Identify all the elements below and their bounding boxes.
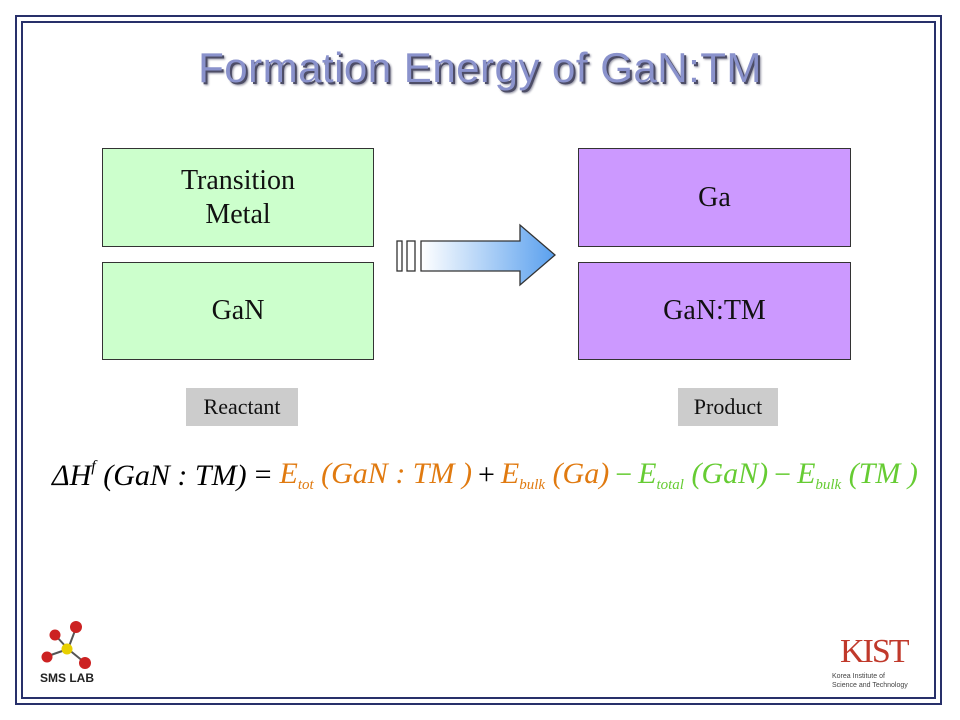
eq-lhs-arg: (GaN : TM)	[103, 458, 247, 492]
eq-term-total-gan-arg: (GaN)	[691, 456, 769, 490]
slide-title: Formation Energy of GaN:TM	[198, 44, 762, 91]
gan-box: GaN	[102, 262, 374, 360]
sms-lab-text: SMS LAB	[40, 671, 94, 685]
gan-tm-label: GaN:TM	[663, 295, 766, 327]
kist-caption-line1: Korea Institute of	[832, 673, 885, 680]
ga-box: Ga	[578, 148, 851, 247]
eq-term-bulk-tm-sub: bulk	[815, 476, 842, 493]
reactant-tag: Reactant	[186, 388, 298, 426]
transition-metal-box: Transition Metal	[102, 148, 374, 247]
eq-term-total-gan-sub: total	[656, 476, 684, 493]
eq-delta-h: ΔH	[52, 458, 92, 492]
eq-term-tot: Etot (GaN : TM )	[279, 457, 472, 494]
eq-term-bulk-tm-symbol: E	[797, 456, 816, 490]
kist-logo-text: KIST	[840, 633, 910, 670]
eq-equals: =	[254, 458, 272, 491]
eq-lhs: ΔHf (GaN : TM)	[52, 458, 247, 493]
eq-term-tot-symbol: E	[279, 456, 298, 490]
eq-term-bulk-ga: Ebulk (Ga)	[501, 457, 609, 494]
product-tag: Product	[678, 388, 778, 426]
eq-plus: +	[477, 458, 495, 491]
ga-label: Ga	[698, 181, 731, 213]
slide-frame-outer	[15, 15, 942, 705]
eq-lhs-sup: f	[91, 457, 96, 475]
kist-caption-line2: Science and Technology	[832, 682, 908, 689]
eq-term-tot-arg: (GaN : TM )	[321, 456, 472, 490]
eq-term-total-gan: Etotal (GaN)	[638, 457, 768, 494]
eq-minus-1: −	[615, 458, 633, 491]
eq-minus-2: −	[774, 458, 792, 491]
eq-term-bulk-ga-sub: bulk	[519, 476, 546, 493]
eq-term-tot-sub: tot	[297, 476, 314, 493]
sms-lab-logo: SMS LAB	[40, 621, 94, 685]
eq-term-bulk-ga-arg: (Ga)	[552, 456, 610, 490]
gan-tm-box: GaN:TM	[578, 262, 851, 360]
kist-logo: KIST Korea Institute of Science and Tech…	[832, 633, 912, 689]
slide-frame-inner	[21, 21, 936, 699]
transition-metal-label: Transition Metal	[180, 164, 296, 230]
formation-energy-equation: ΔHf (GaN : TM) = Etot (GaN : TM ) + Ebul…	[52, 450, 932, 500]
eq-term-bulk-ga-symbol: E	[500, 456, 520, 490]
eq-term-bulk-tm: Ebulk (TM )	[797, 457, 918, 494]
reaction-arrow-icon	[396, 223, 556, 287]
gan-label: GaN	[211, 295, 265, 327]
eq-term-bulk-tm-arg: (TM )	[848, 456, 918, 490]
eq-term-total-gan-symbol: E	[638, 456, 657, 490]
